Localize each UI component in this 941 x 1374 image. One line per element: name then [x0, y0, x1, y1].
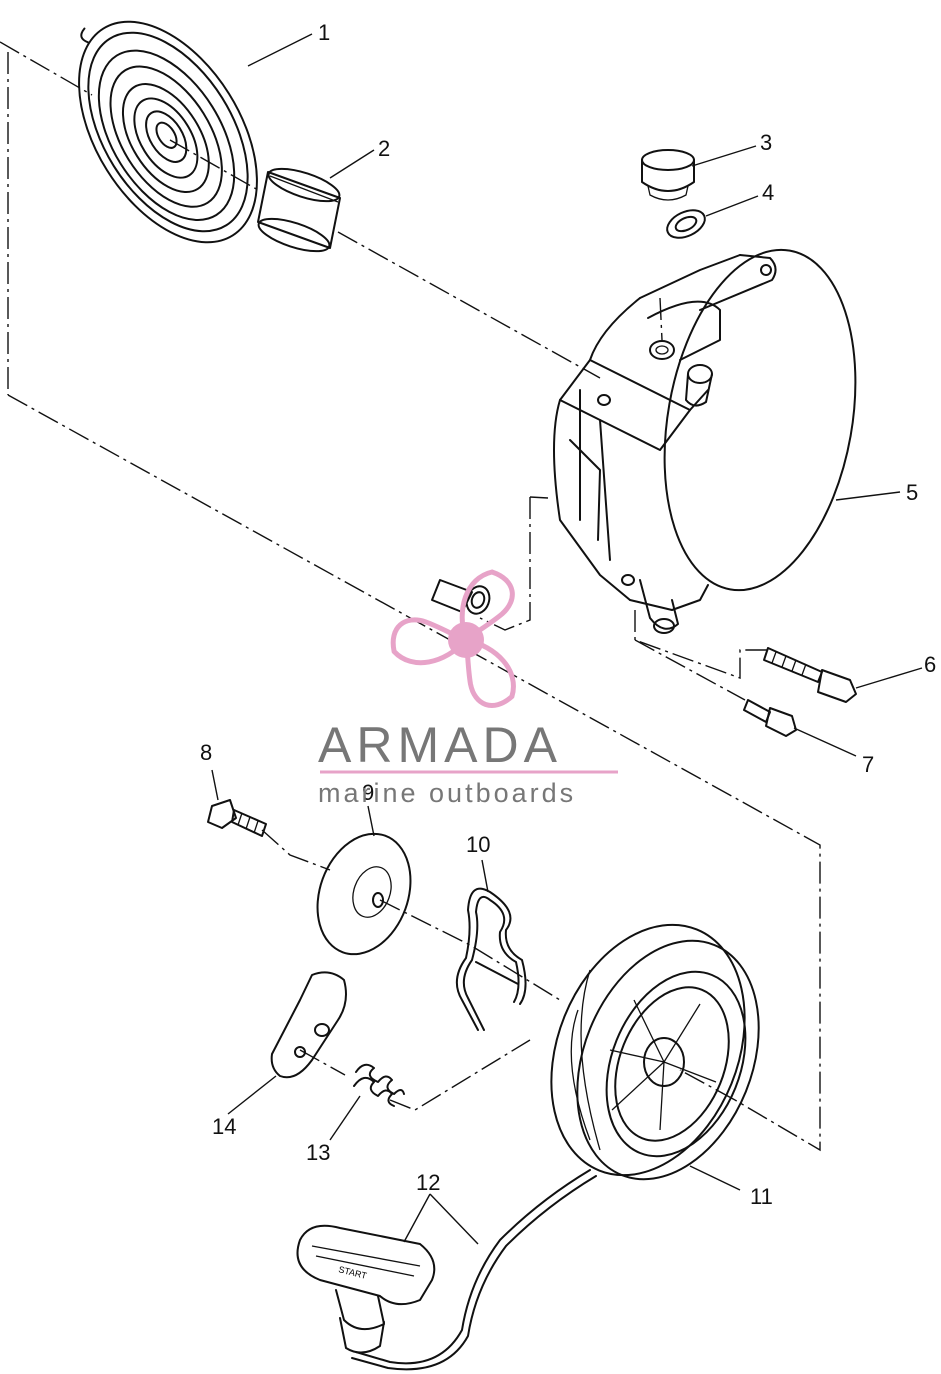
callout-14: 14: [212, 1114, 236, 1139]
rope-pulley: [550, 923, 760, 1181]
armada-watermark: ARMADA marine outboards: [318, 569, 618, 808]
callout-3: 3: [760, 130, 772, 155]
long-bolt: [763, 647, 857, 703]
pawl-bolt: [207, 799, 267, 837]
callout-13: 13: [306, 1140, 330, 1165]
short-bolt: [743, 699, 797, 737]
callout-7: 7: [862, 752, 874, 777]
watermark-brand: ARMADA: [318, 717, 562, 773]
recoil-spring: [78, 20, 258, 244]
callout-1: 1: [318, 20, 330, 45]
assembly-centerlines: [0, 41, 821, 1152]
propeller-icon: [390, 569, 516, 708]
friction-spring: [455, 887, 527, 1031]
starter-case: [553, 248, 857, 634]
washer: [666, 209, 706, 239]
callout-labels: 1 2 3 4 5 6 7 8 9 10 11 12 13 14: [200, 20, 936, 1209]
callout-10: 10: [466, 832, 490, 857]
callout-11: 11: [750, 1184, 773, 1209]
collar: [257, 167, 341, 253]
callout-5: 5: [906, 480, 918, 505]
friction-plate: [316, 832, 412, 956]
starter-handle-and-rope: START: [296, 1169, 597, 1371]
callout-8: 8: [200, 740, 212, 765]
callout-2: 2: [378, 136, 390, 161]
watermark-tagline: marine outboards: [318, 778, 576, 808]
handle-start-text: START: [338, 1264, 369, 1281]
callout-4: 4: [762, 180, 774, 205]
callout-12: 12: [416, 1170, 440, 1195]
callout-9: 9: [362, 780, 374, 805]
return-spring: [353, 1063, 405, 1107]
ratchet-pawl: [270, 971, 347, 1079]
plug: [641, 149, 695, 201]
leader-lines: [211, 33, 923, 1245]
callout-6: 6: [924, 652, 936, 677]
